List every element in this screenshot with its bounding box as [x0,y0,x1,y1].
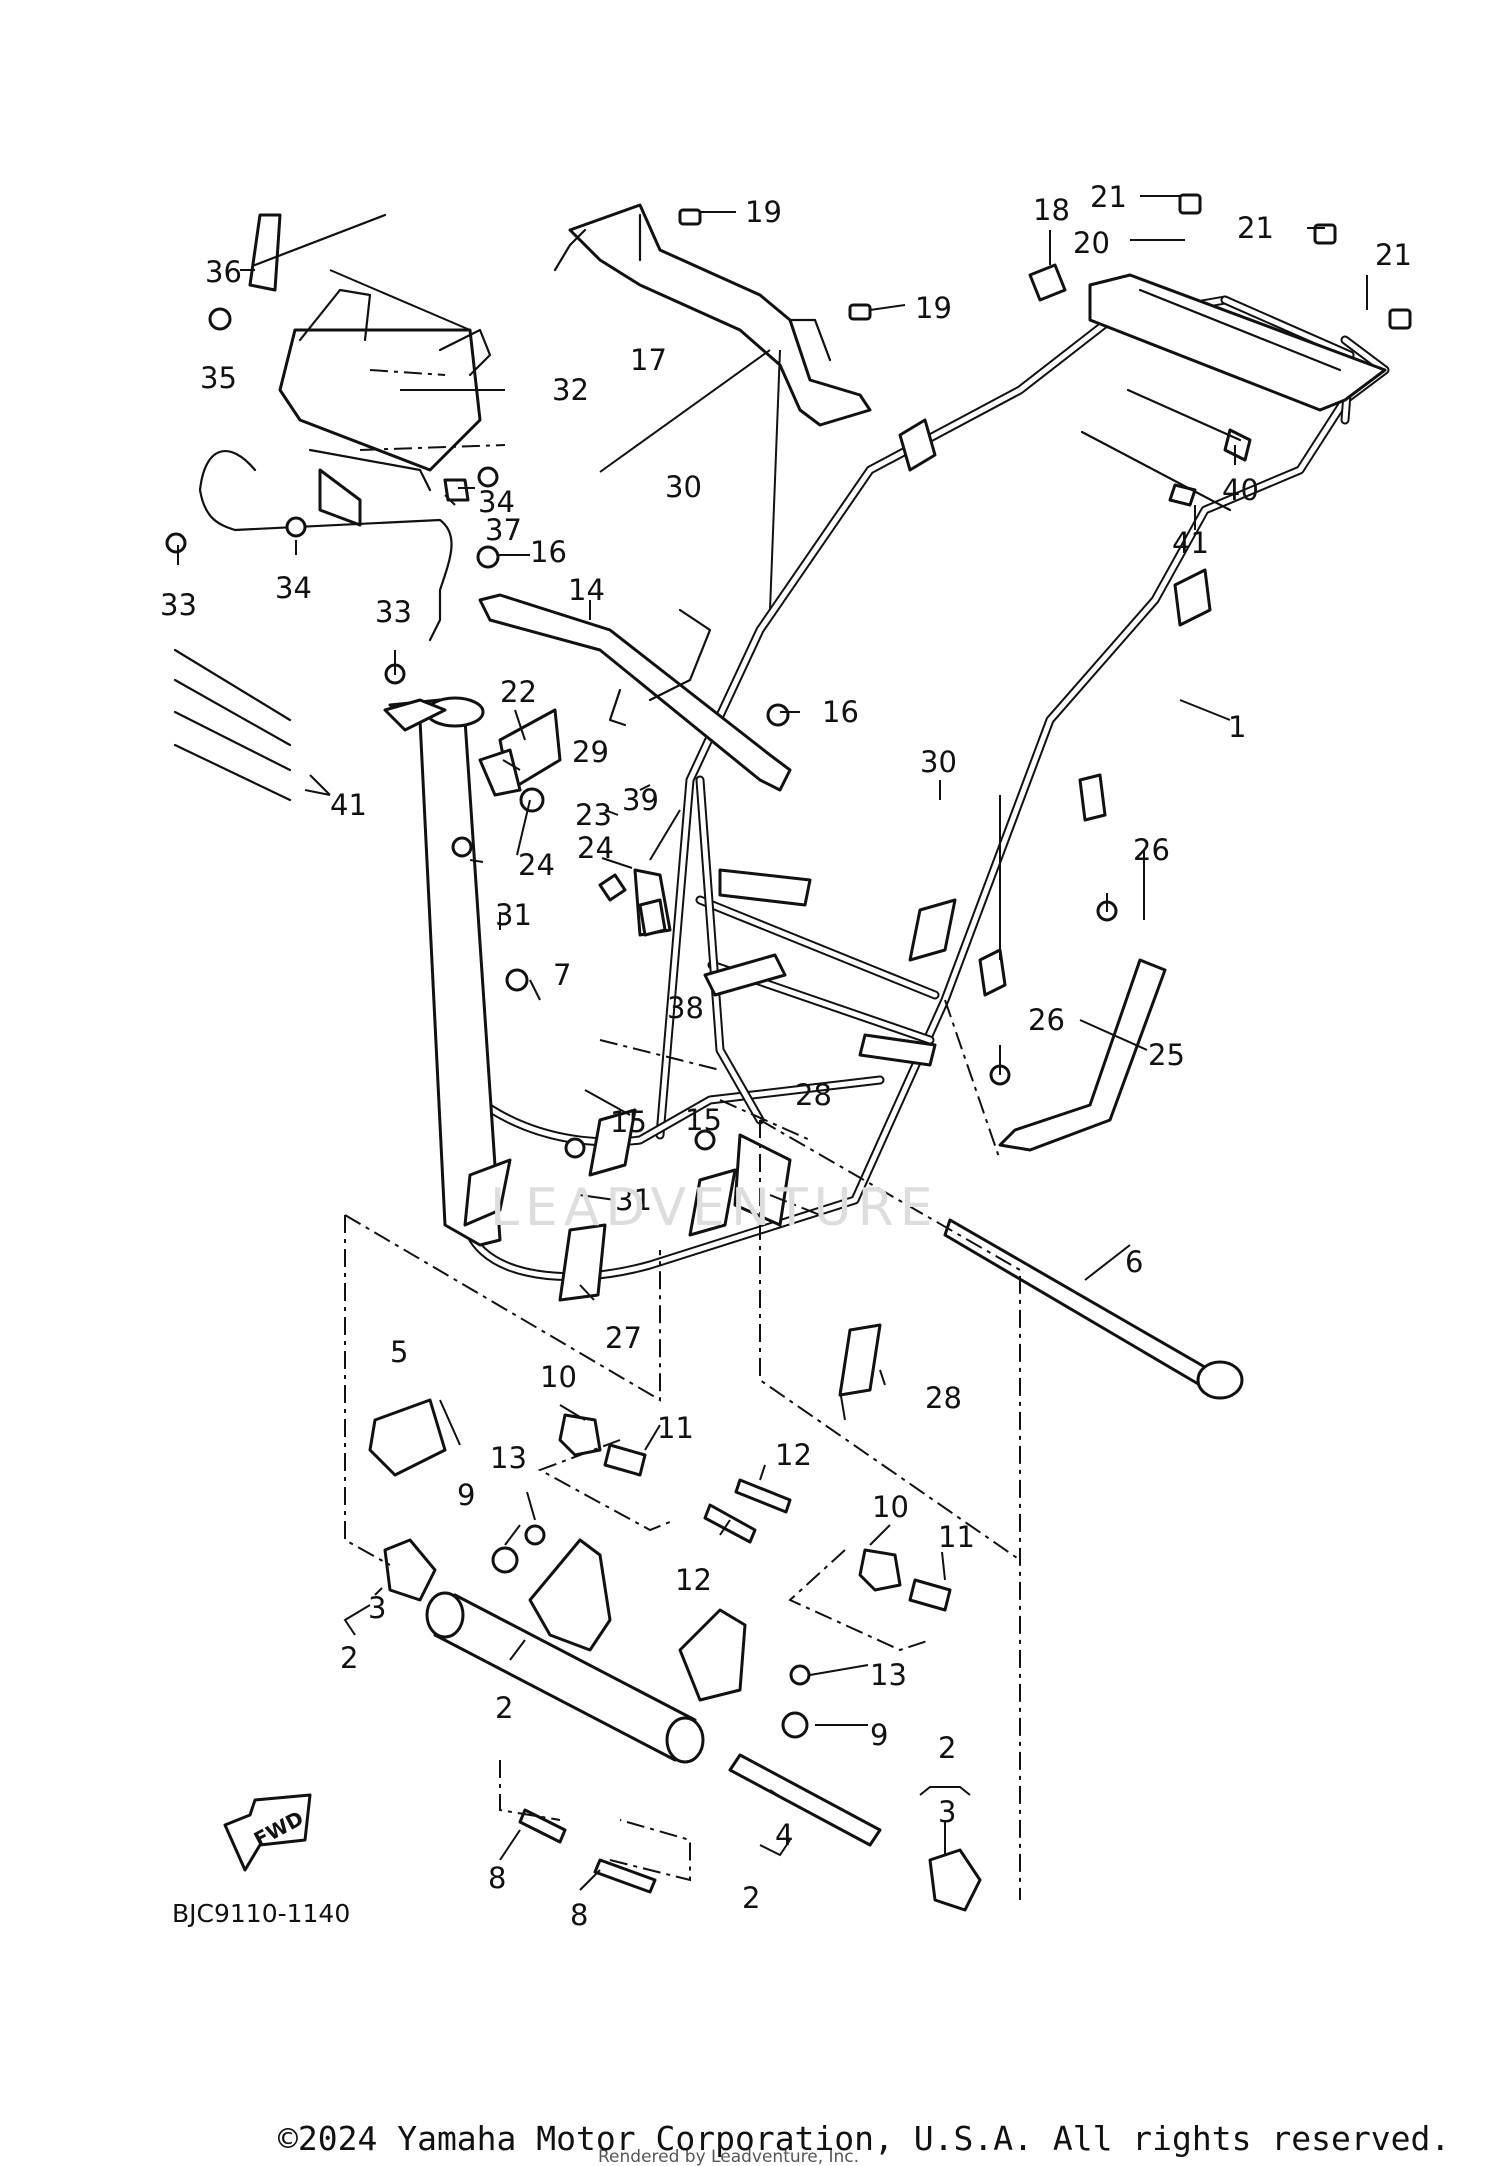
callout-2: 2 [340,1641,358,1675]
callout-33: 33 [160,588,197,622]
group-brackets [343,1604,971,1857]
callout-34: 34 [275,571,312,605]
callout-26: 26 [1133,833,1170,867]
callout-27: 27 [605,1321,642,1355]
callout-24: 24 [518,848,555,882]
callout-3: 3 [938,1795,956,1829]
callout-19: 19 [915,291,952,325]
callout-32: 32 [552,373,589,407]
callout-34: 34 [478,485,515,519]
leader-lines [177,195,1368,1891]
callout-16: 16 [822,695,859,729]
callout-39: 39 [622,783,659,817]
callout-28: 28 [925,1381,962,1415]
callout-15: 15 [610,1105,647,1139]
callout-11: 11 [657,1411,694,1445]
assembly-lines [344,369,1021,1900]
callout-18: 18 [1033,193,1070,227]
callout-14: 14 [568,573,605,607]
callout-8: 8 [488,1861,506,1895]
callout-16: 16 [530,535,567,569]
callout-23: 23 [575,798,612,832]
callout-11: 11 [938,1520,975,1554]
callout-2: 2 [938,1731,956,1765]
callout-13: 13 [490,1441,527,1475]
callout-7: 7 [553,958,571,992]
callout-2: 2 [742,1881,760,1915]
callout-4: 4 [775,1818,793,1852]
watermark: LEADVENTURE [490,1178,939,1238]
callout-2: 2 [495,1691,513,1725]
rendered-by: Rendered by Leadventure, Inc. [598,2147,859,2166]
callout-41: 41 [330,788,367,822]
bracket-assembly-32 [198,288,492,642]
callout-22: 22 [500,675,537,709]
callout-13: 13 [870,1658,907,1692]
callout-31: 31 [615,1183,652,1217]
callout-17: 17 [630,343,667,377]
callout-15: 15 [685,1103,722,1137]
callout-12: 12 [675,1563,712,1597]
callout-26: 26 [1028,1003,1065,1037]
engine-mount-assembly [368,1218,1244,1912]
callout-10: 10 [540,1360,577,1394]
callout-36: 36 [205,255,242,289]
callout-35: 35 [200,361,237,395]
callout-37: 37 [485,513,522,547]
copyright: ©2024 Yamaha Motor Corporation, U.S.A. A… [278,2119,1450,2158]
callout-20: 20 [1073,226,1110,260]
small-fasteners [165,193,1412,1872]
callout-3: 3 [368,1591,386,1625]
callout-6: 6 [1125,1245,1143,1279]
callout-31: 31 [495,898,532,932]
stay-14 [478,593,792,792]
callout-40: 40 [1222,473,1259,507]
callout-30: 30 [665,470,702,504]
step-bracket-17 [553,203,872,427]
callout-5: 5 [390,1335,408,1369]
callout-41: 41 [1172,526,1209,560]
callout-30: 30 [920,745,957,779]
main-frame [383,273,1390,1282]
callout-9: 9 [457,1478,475,1512]
part-code: BJC9110-1140 [172,1899,350,1928]
callout-21: 21 [1237,211,1274,245]
callout-9: 9 [870,1718,888,1752]
callout-12: 12 [775,1438,812,1472]
callout-10: 10 [872,1490,909,1524]
stay-25 [998,958,1167,1152]
callout-19: 19 [745,195,782,229]
callout-8: 8 [570,1898,588,1932]
callout-21: 21 [1090,180,1127,214]
callout-29: 29 [572,735,609,769]
callout-24: 24 [577,831,614,865]
callout-38: 38 [667,991,704,1025]
callout-21: 21 [1375,238,1412,272]
callout-25: 25 [1148,1038,1185,1072]
callout-1: 1 [1228,710,1246,744]
callout-33: 33 [375,595,412,629]
callout-28: 28 [795,1078,832,1112]
callout-labels: 1 2 2 2 2 3 3 4 5 6 7 8 8 9 9 10 10 11 1… [160,180,1412,1932]
